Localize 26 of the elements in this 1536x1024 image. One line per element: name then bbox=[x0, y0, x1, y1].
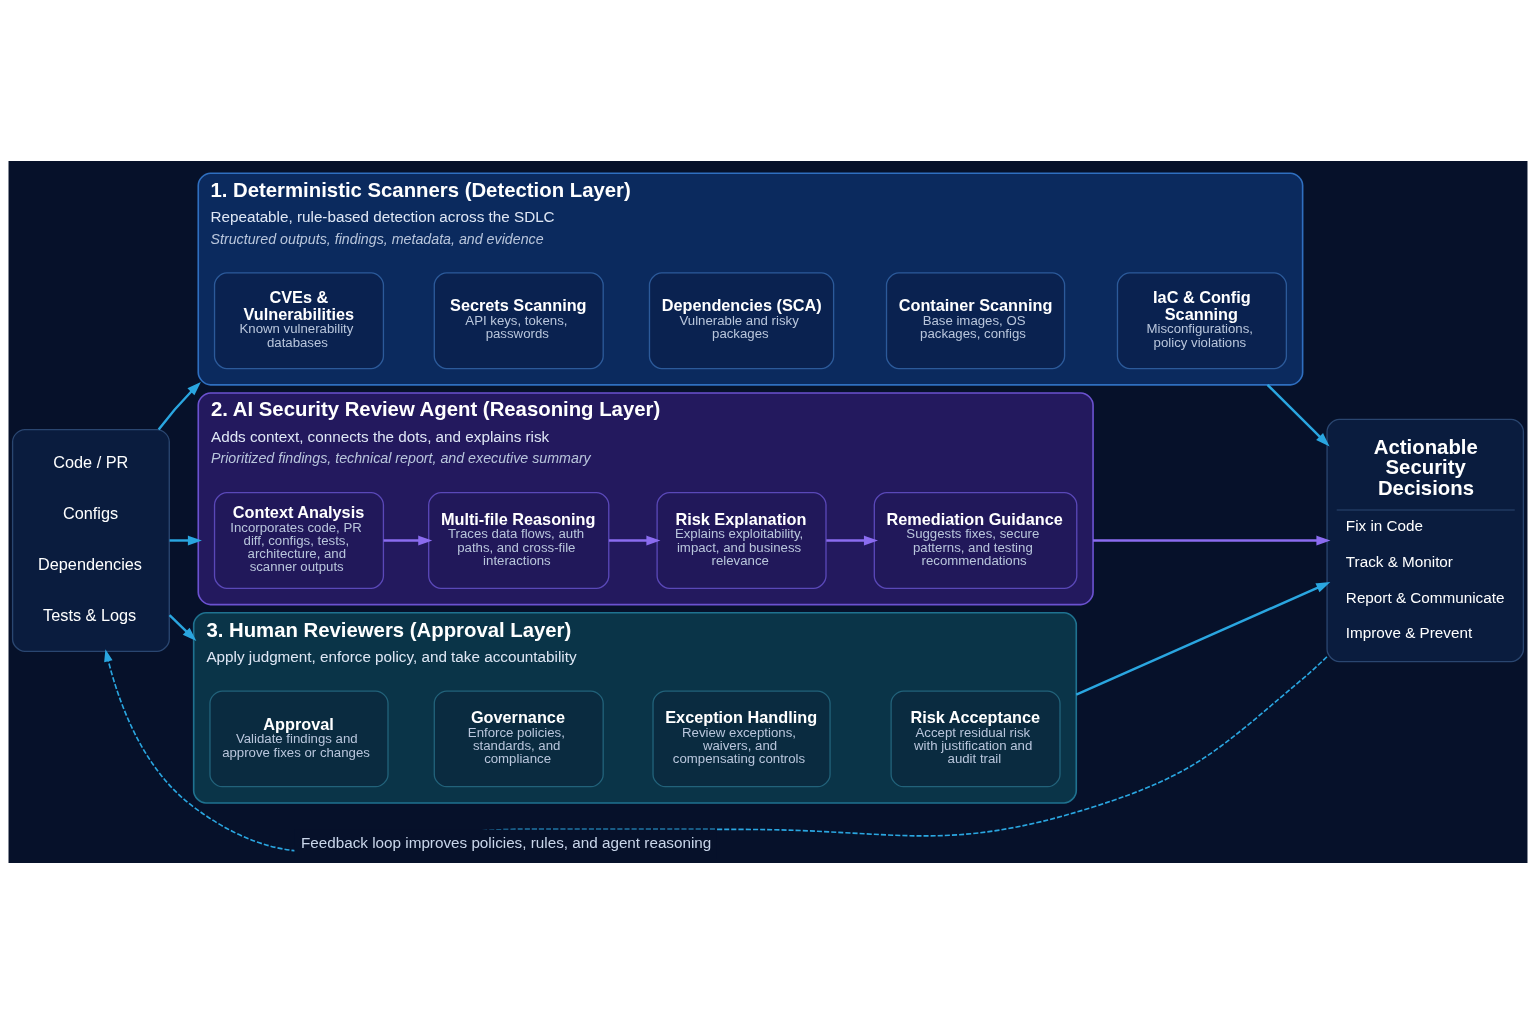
arrow bbox=[169, 535, 202, 546]
node-box: Remediation Guidance Suggests fixes, secure patterns, and testing recommendations bbox=[873, 492, 1078, 589]
node-box: Secrets Scanning API keys, tokens, passwords bbox=[433, 272, 604, 370]
arrow bbox=[1075, 582, 1331, 696]
node-box: Multi-file Reasoning Traces data flows, auth paths, and cross-file interactions bbox=[428, 492, 610, 589]
arrow bbox=[157, 381, 201, 431]
node-box: Actionable Security Decisions Fix in Code Track & Monitor Report & Communicate Improve & Prevent bbox=[1326, 418, 1525, 663]
node-box: Approval Validate findings and approve fixes or changes bbox=[209, 690, 389, 788]
arrow bbox=[104, 649, 1328, 853]
edge-label: Feedback loop improves policies, rules, and agent reasoning bbox=[301, 834, 712, 852]
arrow bbox=[608, 535, 661, 546]
node-box: Exception Handling Review exceptions, waivers, and compensating controls bbox=[652, 690, 831, 788]
node-box: Risk Acceptance Accept residual risk with justification and audit trail bbox=[890, 690, 1061, 788]
arrow bbox=[383, 535, 433, 546]
arrow bbox=[168, 614, 197, 641]
arrow bbox=[826, 535, 878, 546]
node-box: Dependencies (SCA) Vulnerable and risky packages bbox=[648, 272, 835, 370]
node-box: CVEs & Vulnerabilities Known vulnerability databases bbox=[213, 272, 385, 370]
node-box: IaC & Config Scanning Misconfigurations, policy violations bbox=[1116, 272, 1287, 370]
node-box: Governance Enforce policies, standards, and compliance bbox=[433, 690, 604, 788]
node-box: Risk Explanation Explains exploitability, impact, and business relevance bbox=[656, 492, 827, 589]
node-box: Container Scanning Base images, OS packages, configs bbox=[885, 272, 1066, 370]
arrow bbox=[1093, 535, 1331, 546]
node-box: Code / PR Configs Dependencies Tests & Logs bbox=[11, 428, 170, 653]
arrow bbox=[1266, 383, 1330, 447]
node-box: Context Analysis Incorporates code, PR diff, configs, tests, architecture, and scanner outputs bbox=[213, 492, 385, 589]
